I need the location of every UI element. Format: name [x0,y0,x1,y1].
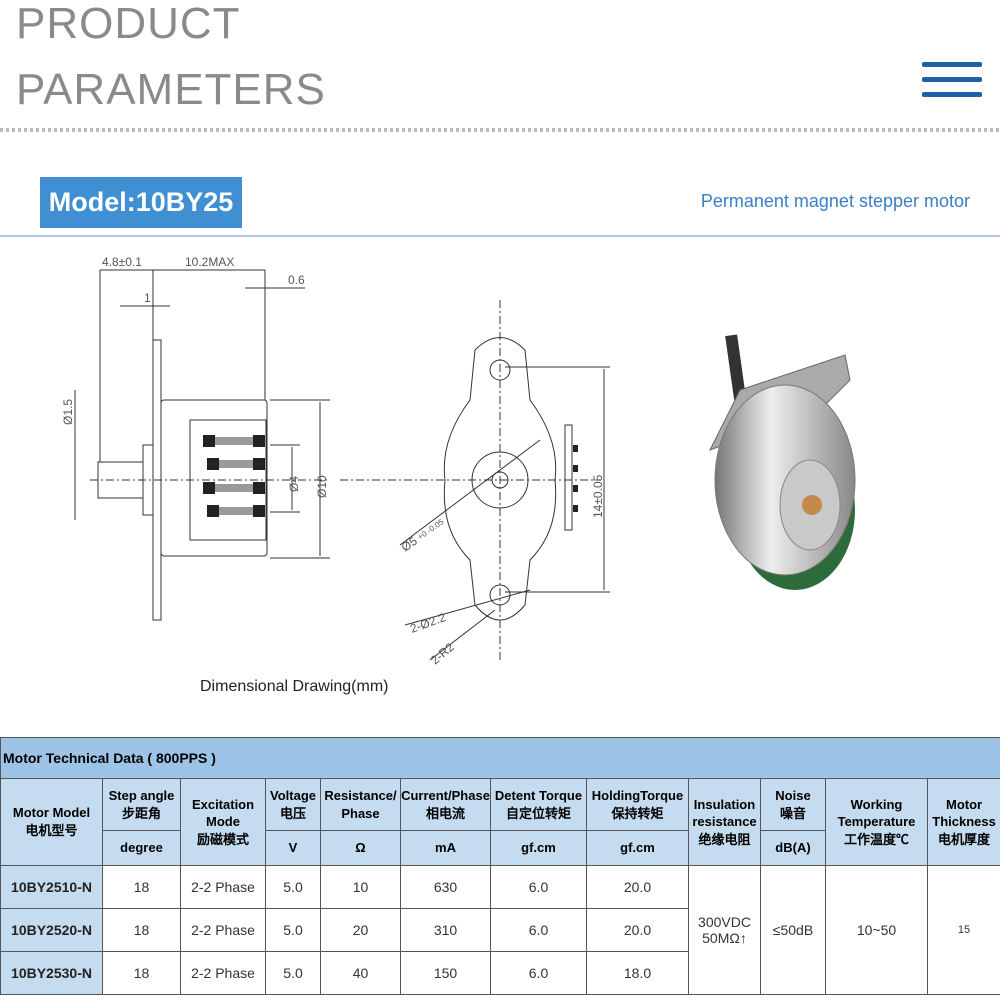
divider [0,128,1000,132]
dim-label: 0.6 [288,273,305,287]
unit-step-angle: degree [102,830,181,866]
cell: 2-2 Phase [180,865,266,909]
cell-noise: ≤50dB [760,865,826,995]
cell-insulation: 300VDC 50MΩ↑ [688,865,761,995]
cell: 5.0 [265,951,321,995]
cell: 6.0 [490,865,587,909]
cell: 5.0 [265,865,321,909]
unit-voltage: V [265,830,321,866]
cell: 18.0 [586,951,689,995]
cell: 18 [102,951,181,995]
divider [0,235,1000,237]
cell: 6.0 [490,908,587,952]
cell: 310 [400,908,491,952]
cell: 10BY2510-N [0,865,103,909]
model-badge: Model:10BY25 [40,177,242,228]
cell: 2-2 Phase [180,951,266,995]
dim-label: Ø10 [315,475,329,498]
dim-label: Ø4 [287,476,301,492]
cell: 10BY2520-N [0,908,103,952]
cell: 18 [102,865,181,909]
cell: 150 [400,951,491,995]
motor-photo [708,334,856,590]
unit-resistance: Ω [320,830,401,866]
page-title-line1: PRODUCT [16,0,241,48]
cell: 630 [400,865,491,909]
cell: 10BY2530-N [0,951,103,995]
cell: 5.0 [265,908,321,952]
cell-thickness: 15 [926,865,1000,995]
dim-label: 2-R2 [428,640,457,668]
unit-holding: gf.cm [586,830,689,866]
unit-noise: dB(A) [760,830,826,866]
dim-label: 4.8±0.1 [102,255,142,269]
cell-temperature: 10~50 [825,865,928,995]
technical-data-table: Motor Technical Data ( 800PPS ) Motor Mo… [0,737,1000,995]
cell: 20.0 [586,865,689,909]
cell: 20 [320,908,401,952]
dimensional-drawing: 4.8±0.1 10.2MAX 0.6 1 Ø1.5 Ø4 Ø10 14±0.0… [61,255,610,668]
dim-label: 2-Ø2.2 [408,610,448,636]
dim-label: 1 [144,291,151,305]
cell: 10 [320,865,401,909]
header-resistance: Resistance/ Phase [320,778,401,831]
page-title-line2: PARAMETERS [16,65,326,114]
unit-current: mA [400,830,491,866]
motor-type: Permanent magnet stepper motor [700,191,970,211]
cell: 20.0 [586,908,689,952]
cell: 2-2 Phase [180,908,266,952]
dim-label: 14±0.05 [591,474,605,518]
drawing-caption: Dimensional Drawing(mm) [200,678,389,695]
cell: 40 [320,951,401,995]
cell: 6.0 [490,951,587,995]
table-title: Motor Technical Data ( 800PPS ) [0,737,1000,779]
hamburger-icon[interactable] [922,62,982,98]
unit-detent: gf.cm [490,830,587,866]
cell: 18 [102,908,181,952]
dim-label: Ø1.5 [61,399,75,425]
dim-label: 10.2MAX [185,255,234,269]
